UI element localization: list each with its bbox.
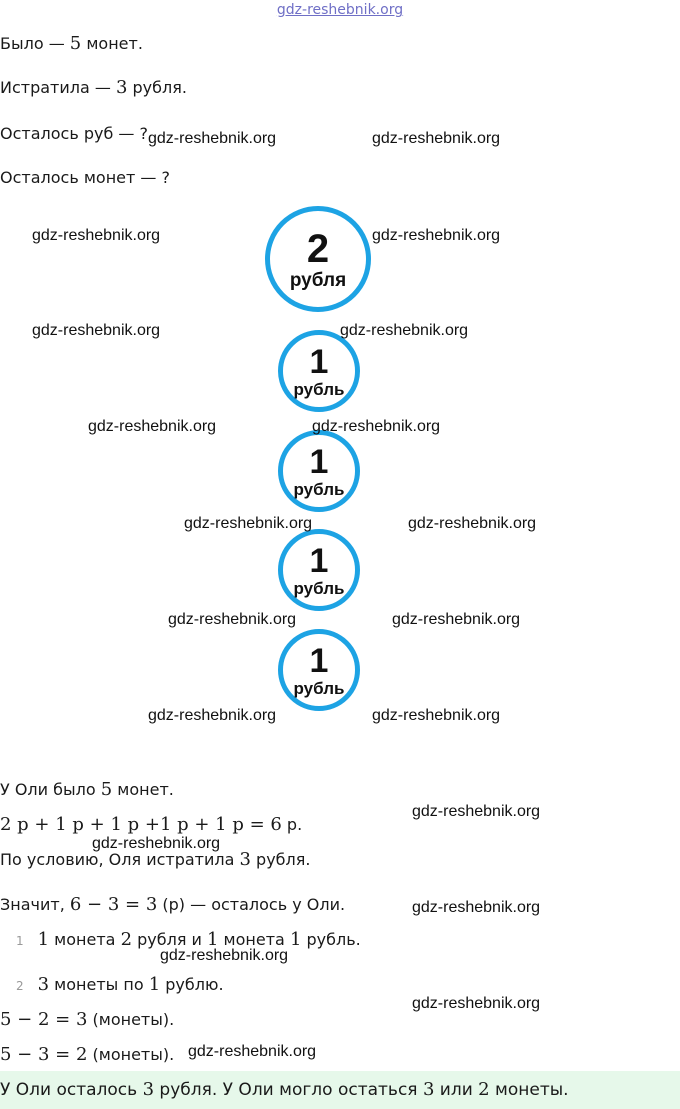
coin-unit: рубль: [293, 379, 345, 399]
solution-line-2: 2 р + 1 р + 1 р +1 р + 1 р = 6 р.: [0, 814, 303, 835]
coin-value: 2: [306, 226, 330, 271]
watermark: gdz-reshebnik.org: [412, 995, 541, 1012]
watermark: gdz-reshebnik.org: [372, 227, 501, 244]
watermark: gdz-reshebnik.org: [184, 515, 313, 532]
watermark: gdz-reshebnik.org: [148, 130, 277, 147]
coin-value: 1: [309, 641, 329, 680]
watermark: gdz-reshebnik.org: [340, 322, 469, 339]
watermark: gdz-reshebnik.org: [312, 418, 441, 435]
watermark: gdz-reshebnik.org: [412, 803, 541, 820]
watermark: gdz-reshebnik.org: [148, 707, 277, 724]
coin-value: 1: [309, 442, 329, 481]
watermark: gdz-reshebnik.org: [32, 322, 161, 339]
solution-line-5: 5 − 2 = 3 (монеты).: [0, 1009, 175, 1030]
coin-unit: рубль: [293, 479, 345, 499]
coin-unit: рубля: [289, 269, 347, 291]
watermark: gdz-reshebnik.org: [392, 611, 521, 628]
coin-1-ruble: 1 рубль: [278, 430, 360, 512]
coin-1-ruble: 1 рубль: [278, 629, 360, 711]
coin-2-rubles: 2 рубля: [265, 206, 371, 312]
watermark: gdz-reshebnik.org: [88, 418, 217, 435]
solution-line-4: Значит, 6 − 3 = 3 (р) — осталось у Оли.: [0, 894, 346, 915]
coin-1-ruble: 1 рубль: [278, 529, 360, 611]
condition-line-1: Было — 5 монет.: [0, 33, 143, 54]
answer-box: У Оли осталось 3 рубля. У Оли могло оста…: [0, 1071, 680, 1109]
coin-unit: рубль: [293, 678, 345, 698]
solution-line-3: По условию, Оля истратила 3 рубля.: [0, 849, 311, 870]
watermark: gdz-reshebnik.org: [372, 707, 501, 724]
watermark: gdz-reshebnik.org: [92, 835, 221, 852]
watermark: gdz-reshebnik.org: [32, 227, 161, 244]
solution-line-6: 5 − 3 = 2 (монеты).: [0, 1044, 175, 1065]
site-link[interactable]: gdz-reshebnik.org: [276, 2, 404, 18]
condition-line-2: Истратила — 3 рубля.: [0, 77, 187, 98]
coin-value: 1: [309, 541, 329, 580]
solution-line-1: У Оли было 5 монет.: [0, 779, 174, 800]
watermark: gdz-reshebnik.org: [168, 611, 297, 628]
coin-1-ruble: 1 рубль: [278, 330, 360, 412]
coin-unit: рубль: [293, 578, 345, 598]
coin-value: 1: [309, 342, 329, 381]
watermark: gdz-reshebnik.org: [408, 515, 537, 532]
watermark: gdz-reshebnik.org: [188, 1043, 317, 1060]
condition-line-4: Осталось монет — ?: [0, 168, 170, 187]
watermark: gdz-reshebnik.org: [372, 130, 501, 147]
condition-line-3: Осталось руб — ?: [0, 124, 148, 143]
watermark: gdz-reshebnik.org: [160, 947, 289, 964]
watermark: gdz-reshebnik.org: [412, 899, 541, 916]
